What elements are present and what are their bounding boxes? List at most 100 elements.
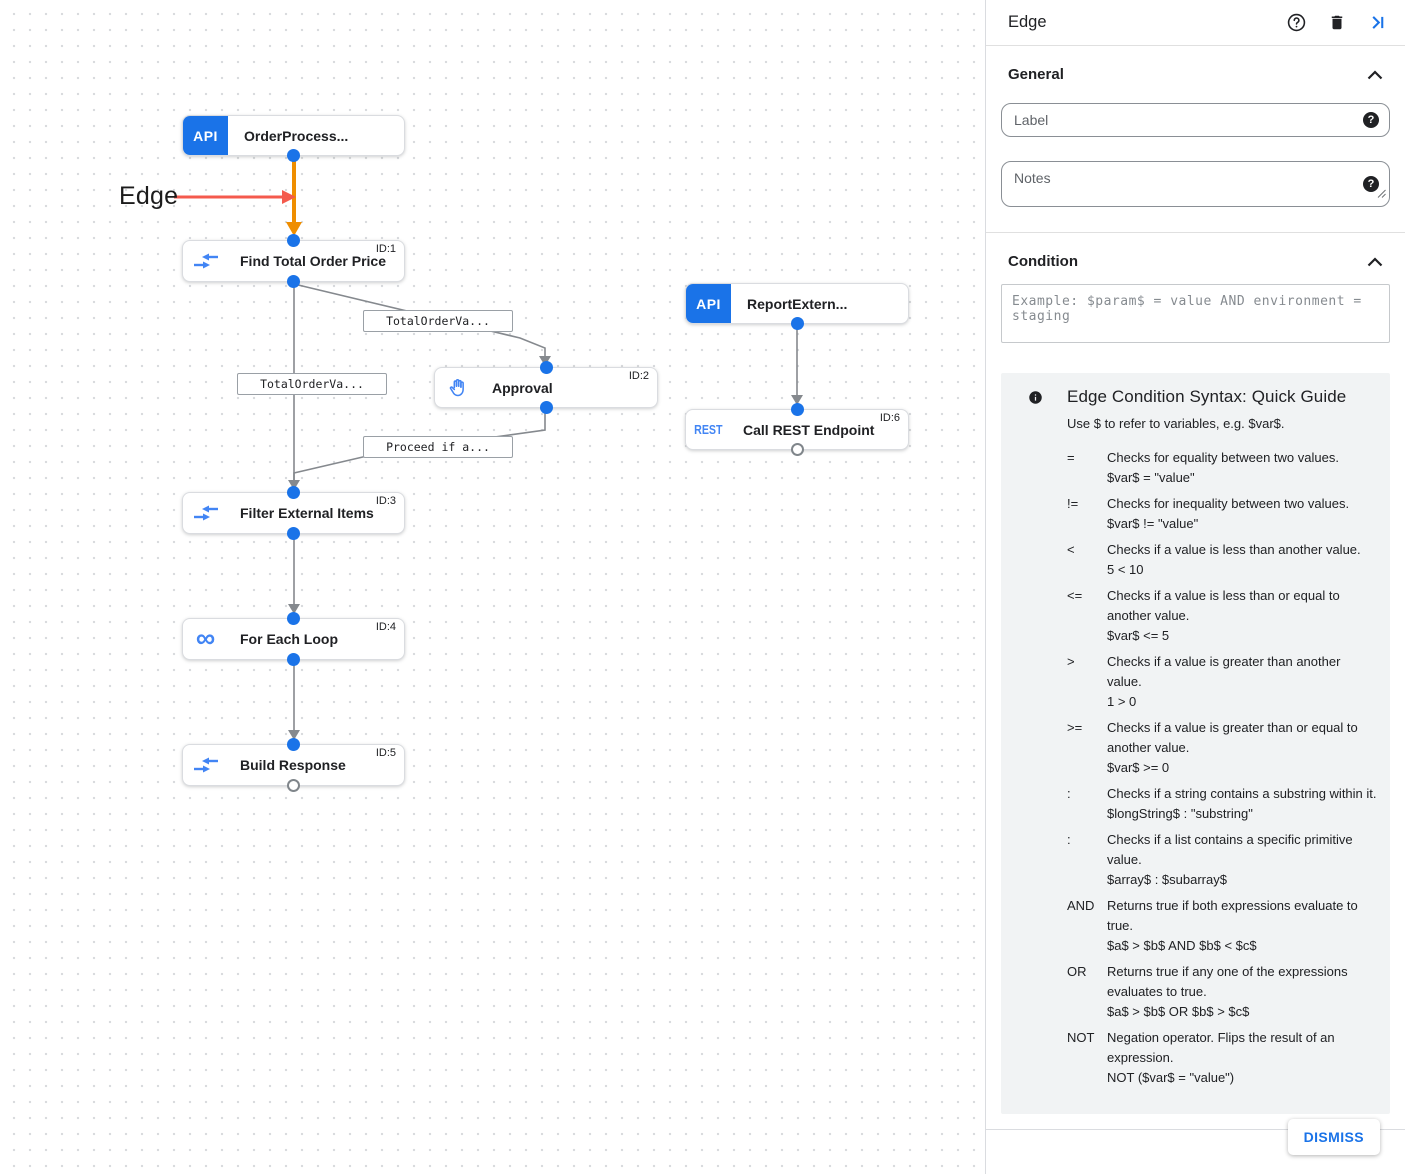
input-port[interactable] (287, 738, 300, 751)
output-port[interactable] (790, 317, 804, 330)
loop-infinity-icon: ∞ (195, 622, 216, 653)
node-id-label: ID:1 (375, 243, 396, 255)
node-for-each-loop[interactable]: ∞ For Each Loop ID:4 (182, 612, 405, 666)
guide-example: $var$ <= 5 (1107, 628, 1170, 643)
node-filter-external-items[interactable]: Filter External Items ID:3 (182, 486, 405, 540)
output-port-empty[interactable] (790, 443, 804, 456)
condition-section: Condition Edge Condition Syntax: Quick G… (986, 253, 1405, 1114)
api-trigger-icon: API (183, 116, 228, 155)
node-title: OrderProcess... (244, 127, 349, 144)
selected-edge (286, 158, 302, 236)
data-mapping-icon (183, 756, 228, 774)
guide-description: Checks for equality between two values. (1107, 450, 1339, 465)
input-port[interactable] (287, 234, 300, 247)
guide-description: Returns true if any one of the expressio… (1107, 964, 1348, 999)
node-approval[interactable]: Approval ID:2 (434, 361, 658, 414)
chevron-up-icon[interactable] (1367, 69, 1383, 80)
input-port[interactable] (287, 612, 300, 625)
info-icon (1028, 390, 1043, 410)
rest-icon: REST (694, 422, 723, 437)
input-port[interactable] (287, 486, 300, 499)
notes-help-icon[interactable]: ? (1363, 176, 1379, 192)
edge-config-panel: Edge Ge (985, 0, 1405, 1174)
general-section-title: General (1008, 66, 1064, 83)
edge-label-proceed-if[interactable]: Proceed if a... (363, 436, 513, 458)
condition-syntax-guide: Edge Condition Syntax: Quick Guide Use $… (1001, 373, 1390, 1114)
output-port[interactable] (287, 653, 300, 666)
label-input[interactable] (1001, 103, 1390, 137)
node-title: ReportExtern... (747, 295, 848, 312)
node-reportextern-trigger[interactable]: API ReportExtern... (685, 283, 909, 330)
output-port[interactable] (287, 527, 300, 540)
node-find-total-order-price[interactable]: Find Total Order Price ID:1 (182, 234, 405, 288)
delete-icon[interactable] (1328, 13, 1346, 32)
api-trigger-icon: API (686, 284, 731, 323)
guide-example: 1 > 0 (1107, 694, 1137, 709)
input-port[interactable] (790, 403, 804, 416)
guide-operator: : (1067, 832, 1071, 847)
node-title: Call REST Endpoint (743, 421, 875, 438)
collapse-panel-icon[interactable] (1368, 13, 1387, 32)
edge-label-total-order-2[interactable]: TotalOrderVa... (237, 373, 387, 395)
footer-divider (986, 1129, 1405, 1130)
condition-input[interactable] (1001, 284, 1390, 343)
edges-layer (174, 158, 803, 740)
node-id-label: ID:4 (375, 621, 396, 633)
notes-input[interactable] (1001, 161, 1390, 207)
label-help-icon[interactable]: ? (1363, 112, 1379, 128)
node-title: For Each Loop (240, 631, 338, 647)
edge-label-total-order-1[interactable]: TotalOrderVa... (363, 310, 513, 332)
output-port[interactable] (287, 149, 300, 162)
guide-description: Checks if a value is greater than anothe… (1107, 654, 1341, 689)
resize-handle-icon[interactable] (1377, 185, 1386, 203)
help-icon[interactable] (1287, 13, 1306, 32)
chevron-up-icon[interactable] (1367, 256, 1383, 267)
node-title: Approval (492, 379, 553, 396)
guide-operator: != (1067, 496, 1079, 511)
guide-example: $var$ = "value" (1107, 470, 1195, 485)
input-port[interactable] (539, 361, 553, 374)
guide-description: Checks if a string contains a substring … (1107, 786, 1377, 801)
guide-description: Checks if a value is less than or equal … (1107, 588, 1340, 623)
approval-hand-icon (435, 376, 480, 400)
condition-section-title: Condition (1008, 253, 1078, 270)
node-id-label: ID:3 (375, 495, 396, 507)
output-port[interactable] (539, 401, 553, 414)
node-title: Build Response (240, 757, 346, 773)
guide-operator: <= (1067, 588, 1083, 603)
guide-description: Negation operator. Flips the result of a… (1107, 1030, 1335, 1065)
output-port[interactable] (287, 275, 300, 288)
data-mapping-icon (183, 504, 228, 522)
guide-example: NOT ($var$ = "value") (1107, 1070, 1235, 1085)
guide-operator: NOT (1067, 1030, 1095, 1045)
guide-row: OR Returns true if any one of the expres… (1067, 962, 1378, 1022)
guide-operator: OR (1067, 964, 1087, 979)
guide-row: NOT Negation operator. Flips the result … (1067, 1028, 1378, 1088)
guide-example: $array$ : $subarray$ (1107, 872, 1227, 887)
guide-row: <= Checks if a value is less than or equ… (1067, 586, 1378, 646)
guide-operator: : (1067, 786, 1071, 801)
node-orderprocess-trigger[interactable]: API OrderProcess... (182, 115, 405, 162)
node-title: Filter External Items (240, 505, 374, 521)
node-call-rest-endpoint[interactable]: REST Call REST Endpoint ID:6 (685, 403, 909, 456)
guide-operator: < (1067, 542, 1075, 557)
guide-example: $longString$ : "substring" (1107, 806, 1253, 821)
edge-annotation-label: Edge (119, 182, 179, 210)
data-mapping-icon (183, 252, 228, 270)
guide-row: != Checks for inequality between two val… (1067, 494, 1378, 534)
guide-row: AND Returns true if both expressions eva… (1067, 896, 1378, 956)
guide-operator: AND (1067, 898, 1095, 913)
guide-example: $var$ != "value" (1107, 516, 1199, 531)
guide-operator: = (1067, 450, 1075, 465)
output-port-empty[interactable] (287, 779, 300, 792)
node-id-label: ID:5 (375, 747, 396, 759)
guide-description: Returns true if both expressions evaluat… (1107, 898, 1358, 933)
node-id-label: ID:2 (628, 370, 649, 382)
node-build-response[interactable]: Build Response ID:5 (182, 738, 405, 792)
dismiss-button[interactable]: DISMISS (1287, 1119, 1380, 1155)
workflow-canvas[interactable]: Edge API OrderProcess... Find Total Orde… (0, 0, 985, 1174)
guide-row: : Checks if a list contains a specific p… (1067, 830, 1378, 890)
general-section: General ? ? (986, 66, 1405, 207)
guide-operator: > (1067, 654, 1075, 669)
guide-title: Edge Condition Syntax: Quick Guide (1067, 387, 1347, 406)
